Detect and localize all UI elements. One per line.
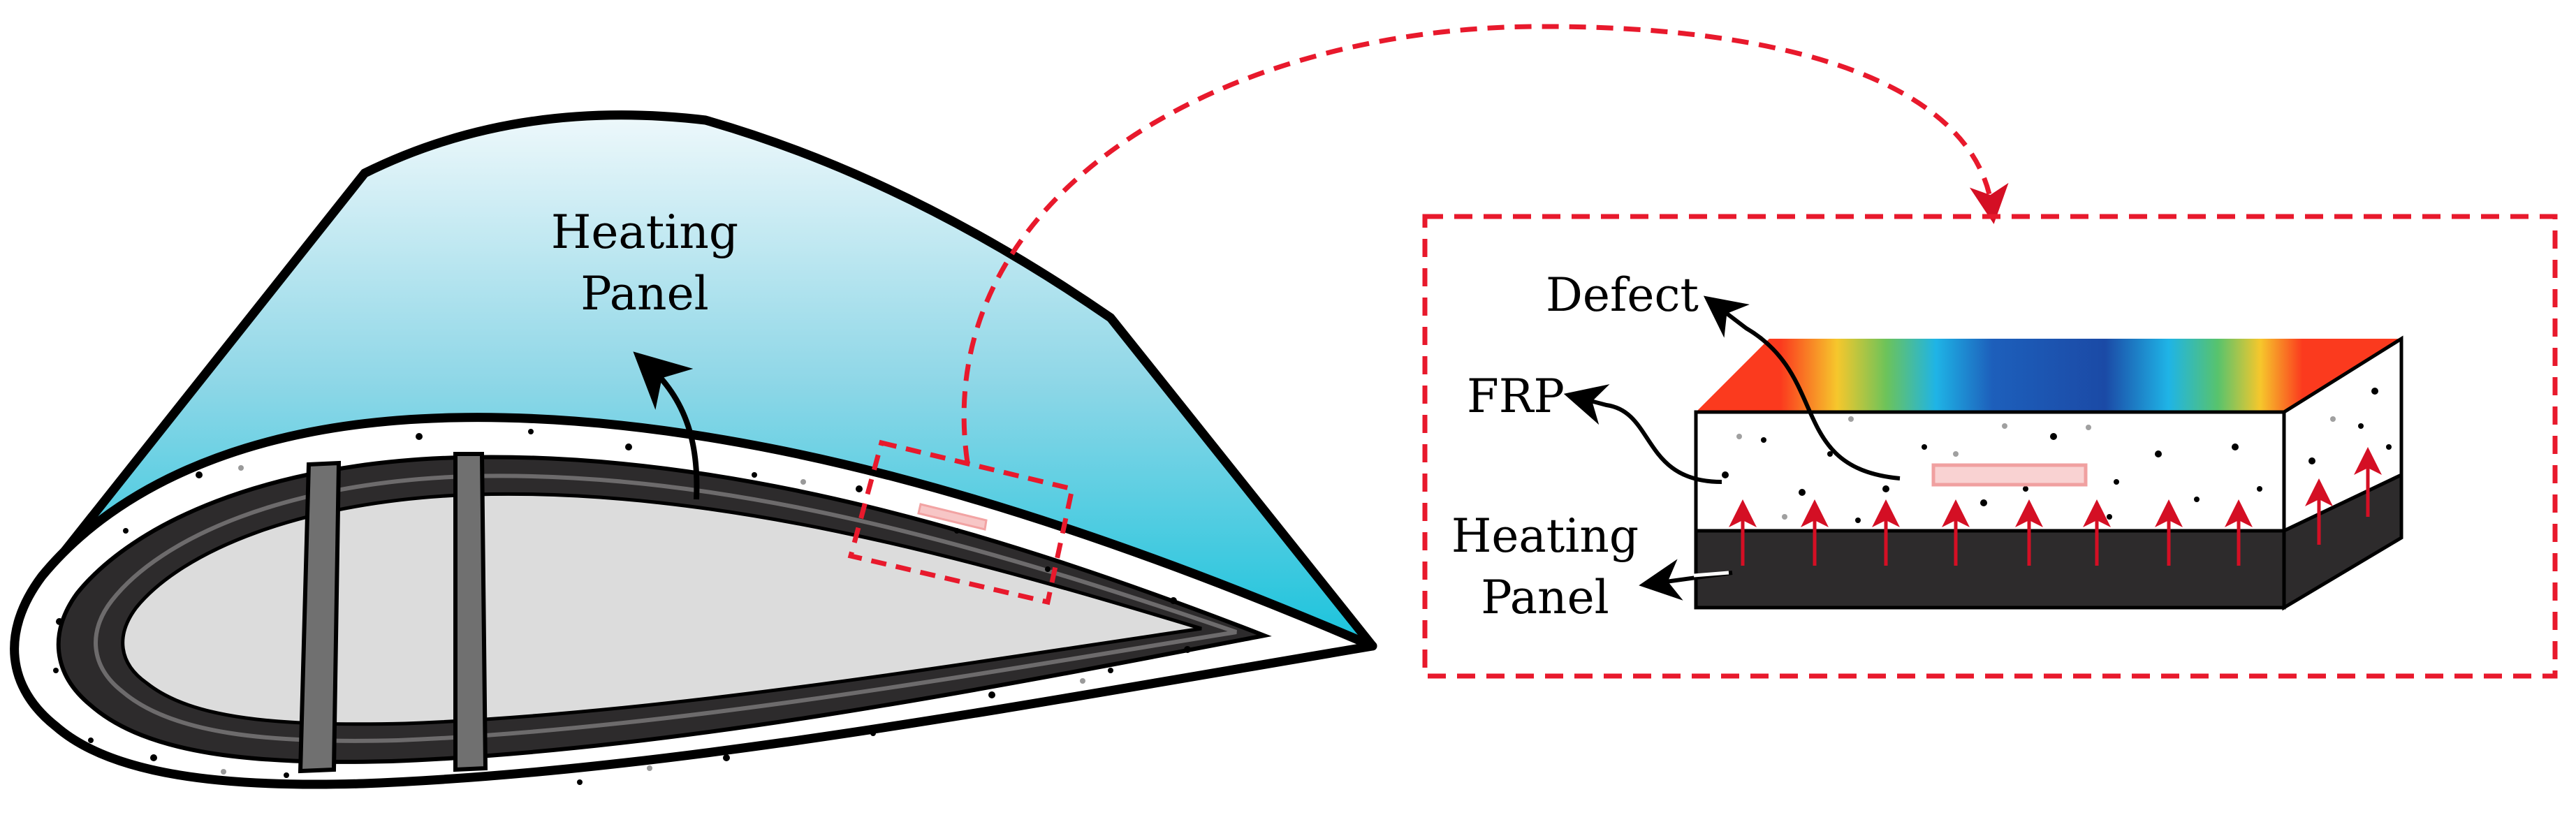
- blade-cavity: [121, 492, 1202, 726]
- heat-flow-arrows: [1729, 447, 2382, 566]
- specimen-defect: [1931, 463, 2088, 487]
- fiber-speckles: [53, 429, 1302, 785]
- defect-arrow: [1703, 295, 1901, 480]
- heating-panel-inset-label-line2: Panel: [1481, 571, 1609, 624]
- heating-panel-arrow: [633, 351, 700, 500]
- heating-panel-side-face: [2282, 472, 2403, 611]
- zoom-connector-arrow: [961, 24, 2009, 463]
- inset-frame: [1422, 214, 2558, 679]
- laminate-inner-line: [94, 474, 1237, 743]
- inset-labels: Defect FRP Heating Panel: [1451, 268, 1901, 624]
- shear-web-1: [298, 460, 342, 774]
- heating-panel-inset-label-line1: Heating: [1451, 509, 1639, 563]
- heating-panel-label-line2: Panel: [580, 267, 708, 321]
- frp-arrow: [1563, 384, 1722, 484]
- defect-label: Defect: [1546, 268, 1699, 322]
- frp-label: FRP: [1467, 369, 1565, 423]
- heating-panel-label-line1: Heating: [551, 205, 738, 259]
- thermal-map-top-face: [1696, 339, 2401, 412]
- inspection-region-box: [847, 439, 1076, 606]
- shear-web-2: [453, 452, 488, 772]
- blade-defect: [917, 503, 988, 531]
- heating-panel-front-face: [1694, 529, 2286, 610]
- blade-cross-section: Heating Panel: [10, 110, 1377, 789]
- frp-fiber-speckles: [1722, 388, 2392, 523]
- specimen-block: [1694, 335, 2403, 611]
